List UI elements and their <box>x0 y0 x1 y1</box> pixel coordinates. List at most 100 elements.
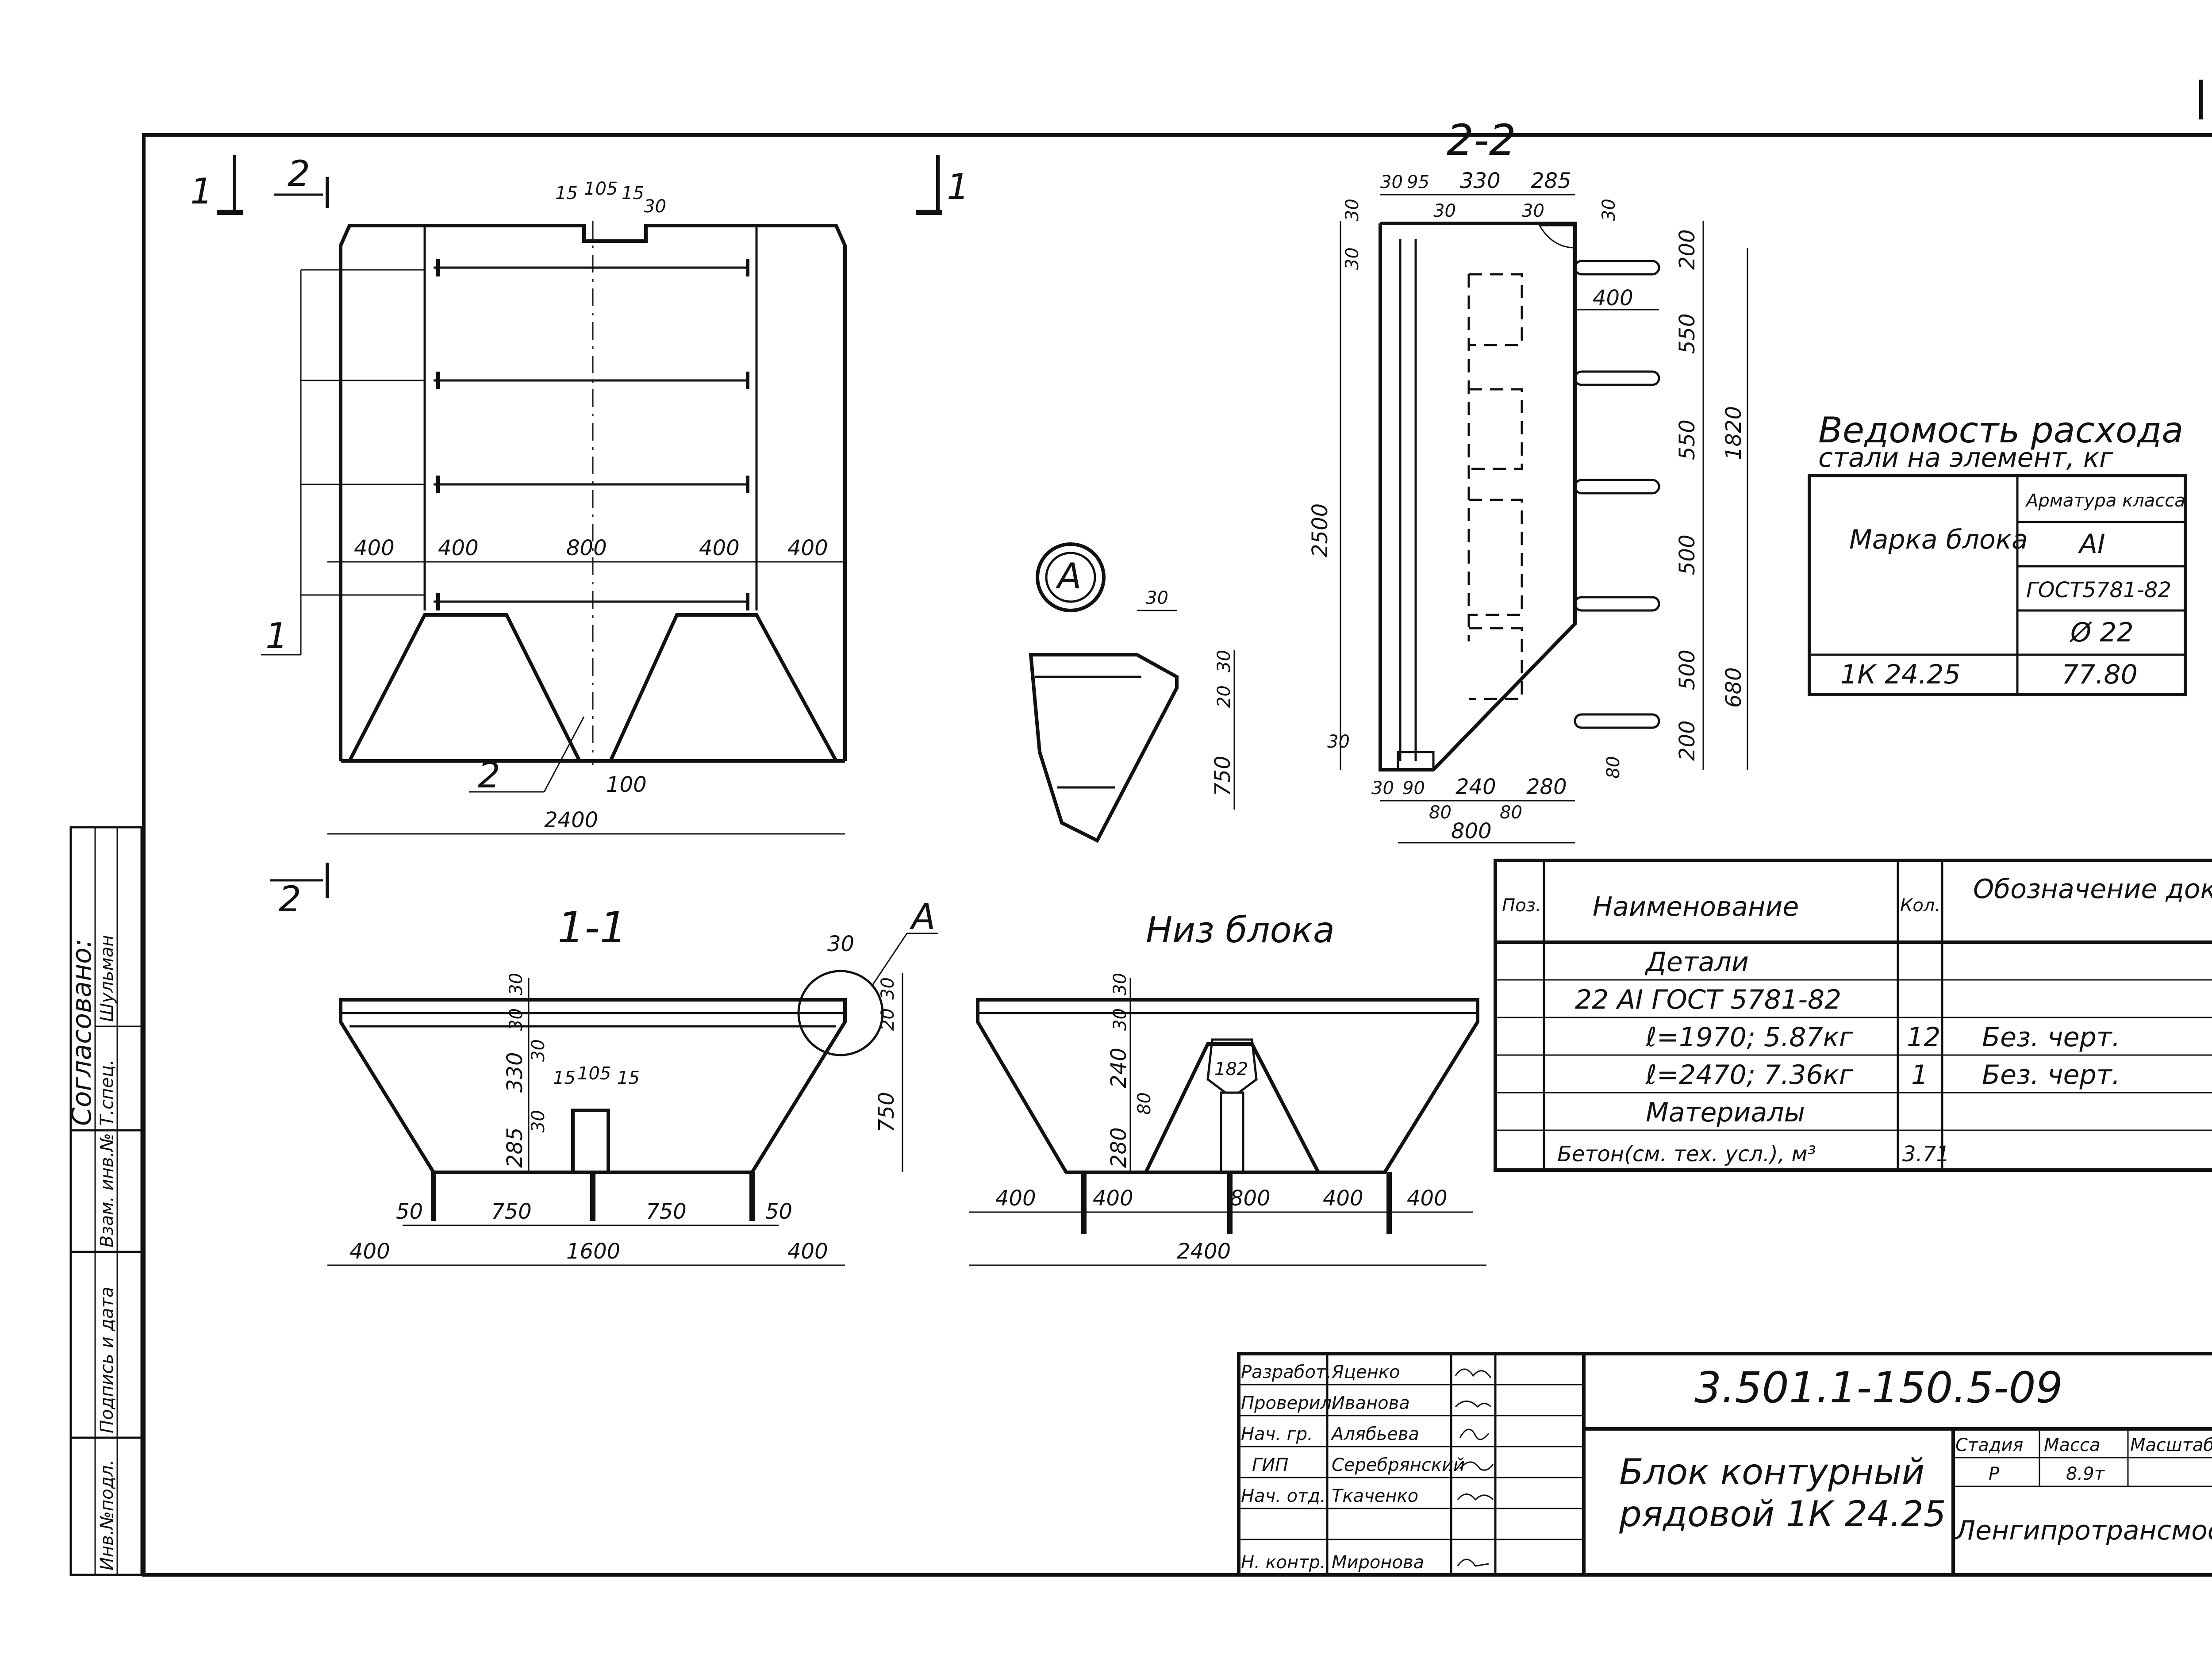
s11-bot-50b: 50 <box>765 1199 792 1224</box>
s11-left-30a: 30 <box>506 973 526 995</box>
bv-total-2400: 2400 <box>1177 1239 1231 1264</box>
bottom-view-inner-182: 182 <box>1214 1059 1248 1079</box>
name-norm-control: Миронова <box>1332 1552 1424 1573</box>
spec-table: Поз. Наименование Кол. Обозначение докум… <box>1494 859 2212 1172</box>
left-dim-30c: 30 <box>1327 732 1350 752</box>
signature-4 <box>1459 1461 1494 1471</box>
signature-5 <box>1457 1493 1494 1501</box>
side-stamp: Согласовано: Т.спец. Шульман Взам. инв.№… <box>66 826 143 1576</box>
section-mark-2b: 2 <box>279 879 301 920</box>
elevation-view: 1 2 100 400 400 800 400 400 2400 15 105 … <box>190 153 969 920</box>
s11-total-1600: 1600 <box>566 1239 620 1264</box>
steel-header-rebar: Арматура класса <box>2025 491 2185 511</box>
spec-row-3-name: ℓ=1970; 5.87кг <box>1645 1022 1853 1053</box>
s11-left-30c: 30 <box>528 1039 549 1062</box>
agreed-label: Согласовано: <box>66 939 97 1126</box>
top-dim-15b: 15 <box>622 183 644 203</box>
total-2400: 2400 <box>544 808 598 833</box>
steel-rebar-gost: ГОСТ5781-82 <box>2026 578 2171 603</box>
role-checker: Проверил <box>1241 1393 1332 1413</box>
bottom-view: Низ блока 182 30 30 240 80 280 400 400 8… <box>969 910 1486 1266</box>
right-dim-200b: 200 <box>1675 720 1700 761</box>
steel-header-mark: Марка блока <box>1849 524 2028 555</box>
element-name-1: Блок контурный <box>1619 1451 1924 1493</box>
inv-orig-label: Инв.№подл. <box>97 1459 117 1570</box>
bv-left-80: 80 <box>1134 1092 1155 1115</box>
s11-bot-50a: 50 <box>396 1199 423 1224</box>
s11-top-105: 105 <box>577 1063 611 1084</box>
section-mark-1b: 1 <box>947 166 969 207</box>
s11-right-750: 750 <box>874 1092 899 1132</box>
name-developer: Яценко <box>1331 1362 1400 1382</box>
spec-row-2-name: 22 АI ГОСТ 5781-82 <box>1575 984 1841 1015</box>
spec-row-3-qty: 12 <box>1907 1022 1940 1053</box>
s11-top-15a: 15 <box>553 1068 576 1088</box>
name-dept-head: Ткаченко <box>1332 1486 1418 1506</box>
spec-row-3-doc: Без. черт. <box>1982 1022 2120 1053</box>
bot22-80a: 80 <box>1429 802 1452 823</box>
steel-table: Ведомость расхода стали на элемент, кг М… <box>1808 410 2187 696</box>
inv-replace-label: Взам. инв.№ <box>97 1133 117 1247</box>
spec-row-6-qty: 3.71 <box>1902 1142 1950 1167</box>
s11-right-30b: 30 <box>878 977 898 1000</box>
left-dim-2500: 2500 <box>1308 503 1333 557</box>
left-dim-30b: 30 <box>1342 247 1363 270</box>
section-11-callout: А <box>909 896 936 937</box>
bv-bot-400a: 400 <box>995 1186 1036 1211</box>
signature-3 <box>1459 1428 1490 1440</box>
s11-top-15b: 15 <box>617 1068 640 1088</box>
steel-rebar-class: АI <box>2078 529 2105 560</box>
bot22-240: 240 <box>1455 775 1496 799</box>
width-dim-2: 400 <box>438 536 479 560</box>
steel-table-title-2: стали на элемент, кг <box>1818 442 2113 473</box>
bv-bot-400c: 400 <box>1323 1186 1363 1211</box>
s11-left-330: 330 <box>503 1052 527 1093</box>
s11-total-400a: 400 <box>349 1239 390 1264</box>
role-developer: Разработ. <box>1241 1362 1332 1382</box>
top22-30d: 30 <box>1599 199 1619 221</box>
right-dim-500b: 500 <box>1675 649 1700 690</box>
s11-right-30a: 30 <box>827 932 854 956</box>
mass-label: Масса <box>2044 1435 2101 1455</box>
signature-1 <box>1455 1368 1492 1378</box>
steel-rebar-dia: Ø 22 <box>2069 617 2134 648</box>
steel-table-title-1: Ведомость расхода <box>1818 410 2183 451</box>
role-gip: ГИП <box>1252 1455 1288 1475</box>
section-mark-1a: 1 <box>190 171 213 212</box>
section-1-1: 1-1 А 30 30 330 285 30 30 15 105 15 30 3… <box>327 896 938 1266</box>
s11-total-400b: 400 <box>787 1239 828 1264</box>
bot22-280: 280 <box>1526 775 1567 799</box>
bv-left-280: 280 <box>1106 1127 1131 1168</box>
steel-row-value: 77.80 <box>2062 659 2138 690</box>
spec-row-4-name: ℓ=2470; 7.36кг <box>1645 1059 1853 1090</box>
top22-30: 30 <box>1380 172 1403 192</box>
s11-left-30b: 30 <box>506 1008 526 1031</box>
bv-left-240: 240 <box>1106 1048 1131 1088</box>
inner-dim-400: 400 <box>1593 286 1633 311</box>
bv-left-30a: 30 <box>1110 973 1130 995</box>
detail-a-dim-750: 750 <box>1210 756 1235 796</box>
bot22-30: 30 <box>1371 778 1394 798</box>
width-dim-5: 400 <box>787 536 828 560</box>
s11-left-30d: 30 <box>528 1110 549 1132</box>
spec-name: Шульман <box>97 935 117 1022</box>
bv-left-30b: 30 <box>1110 1008 1130 1031</box>
role-norm-control: Н. контр. <box>1241 1552 1326 1573</box>
frame: 11 <box>142 80 2212 1577</box>
top22-330: 330 <box>1460 169 1501 193</box>
name-checker: Иванова <box>1332 1393 1410 1413</box>
spec-row-1-name: Детали <box>1644 947 1749 978</box>
width-dim-3: 800 <box>566 536 607 560</box>
detail-a-label: А <box>1055 556 1082 597</box>
name-group-head: Алябьева <box>1330 1424 1419 1444</box>
spec-label: Т.спец. <box>97 1059 117 1126</box>
top22-95: 95 <box>1407 172 1429 192</box>
section-22-title: 2-2 <box>1447 115 1516 165</box>
bottom-dim-100: 100 <box>606 772 647 797</box>
scale-label: Масштаб <box>2130 1435 2212 1455</box>
detail-a-dim-30a: 30 <box>1146 588 1168 608</box>
bot22-80b: 80 <box>1500 802 1522 823</box>
right-dim-500a: 500 <box>1675 534 1700 575</box>
right-dim-200a: 200 <box>1675 229 1700 270</box>
width-dim-4: 400 <box>699 536 740 560</box>
